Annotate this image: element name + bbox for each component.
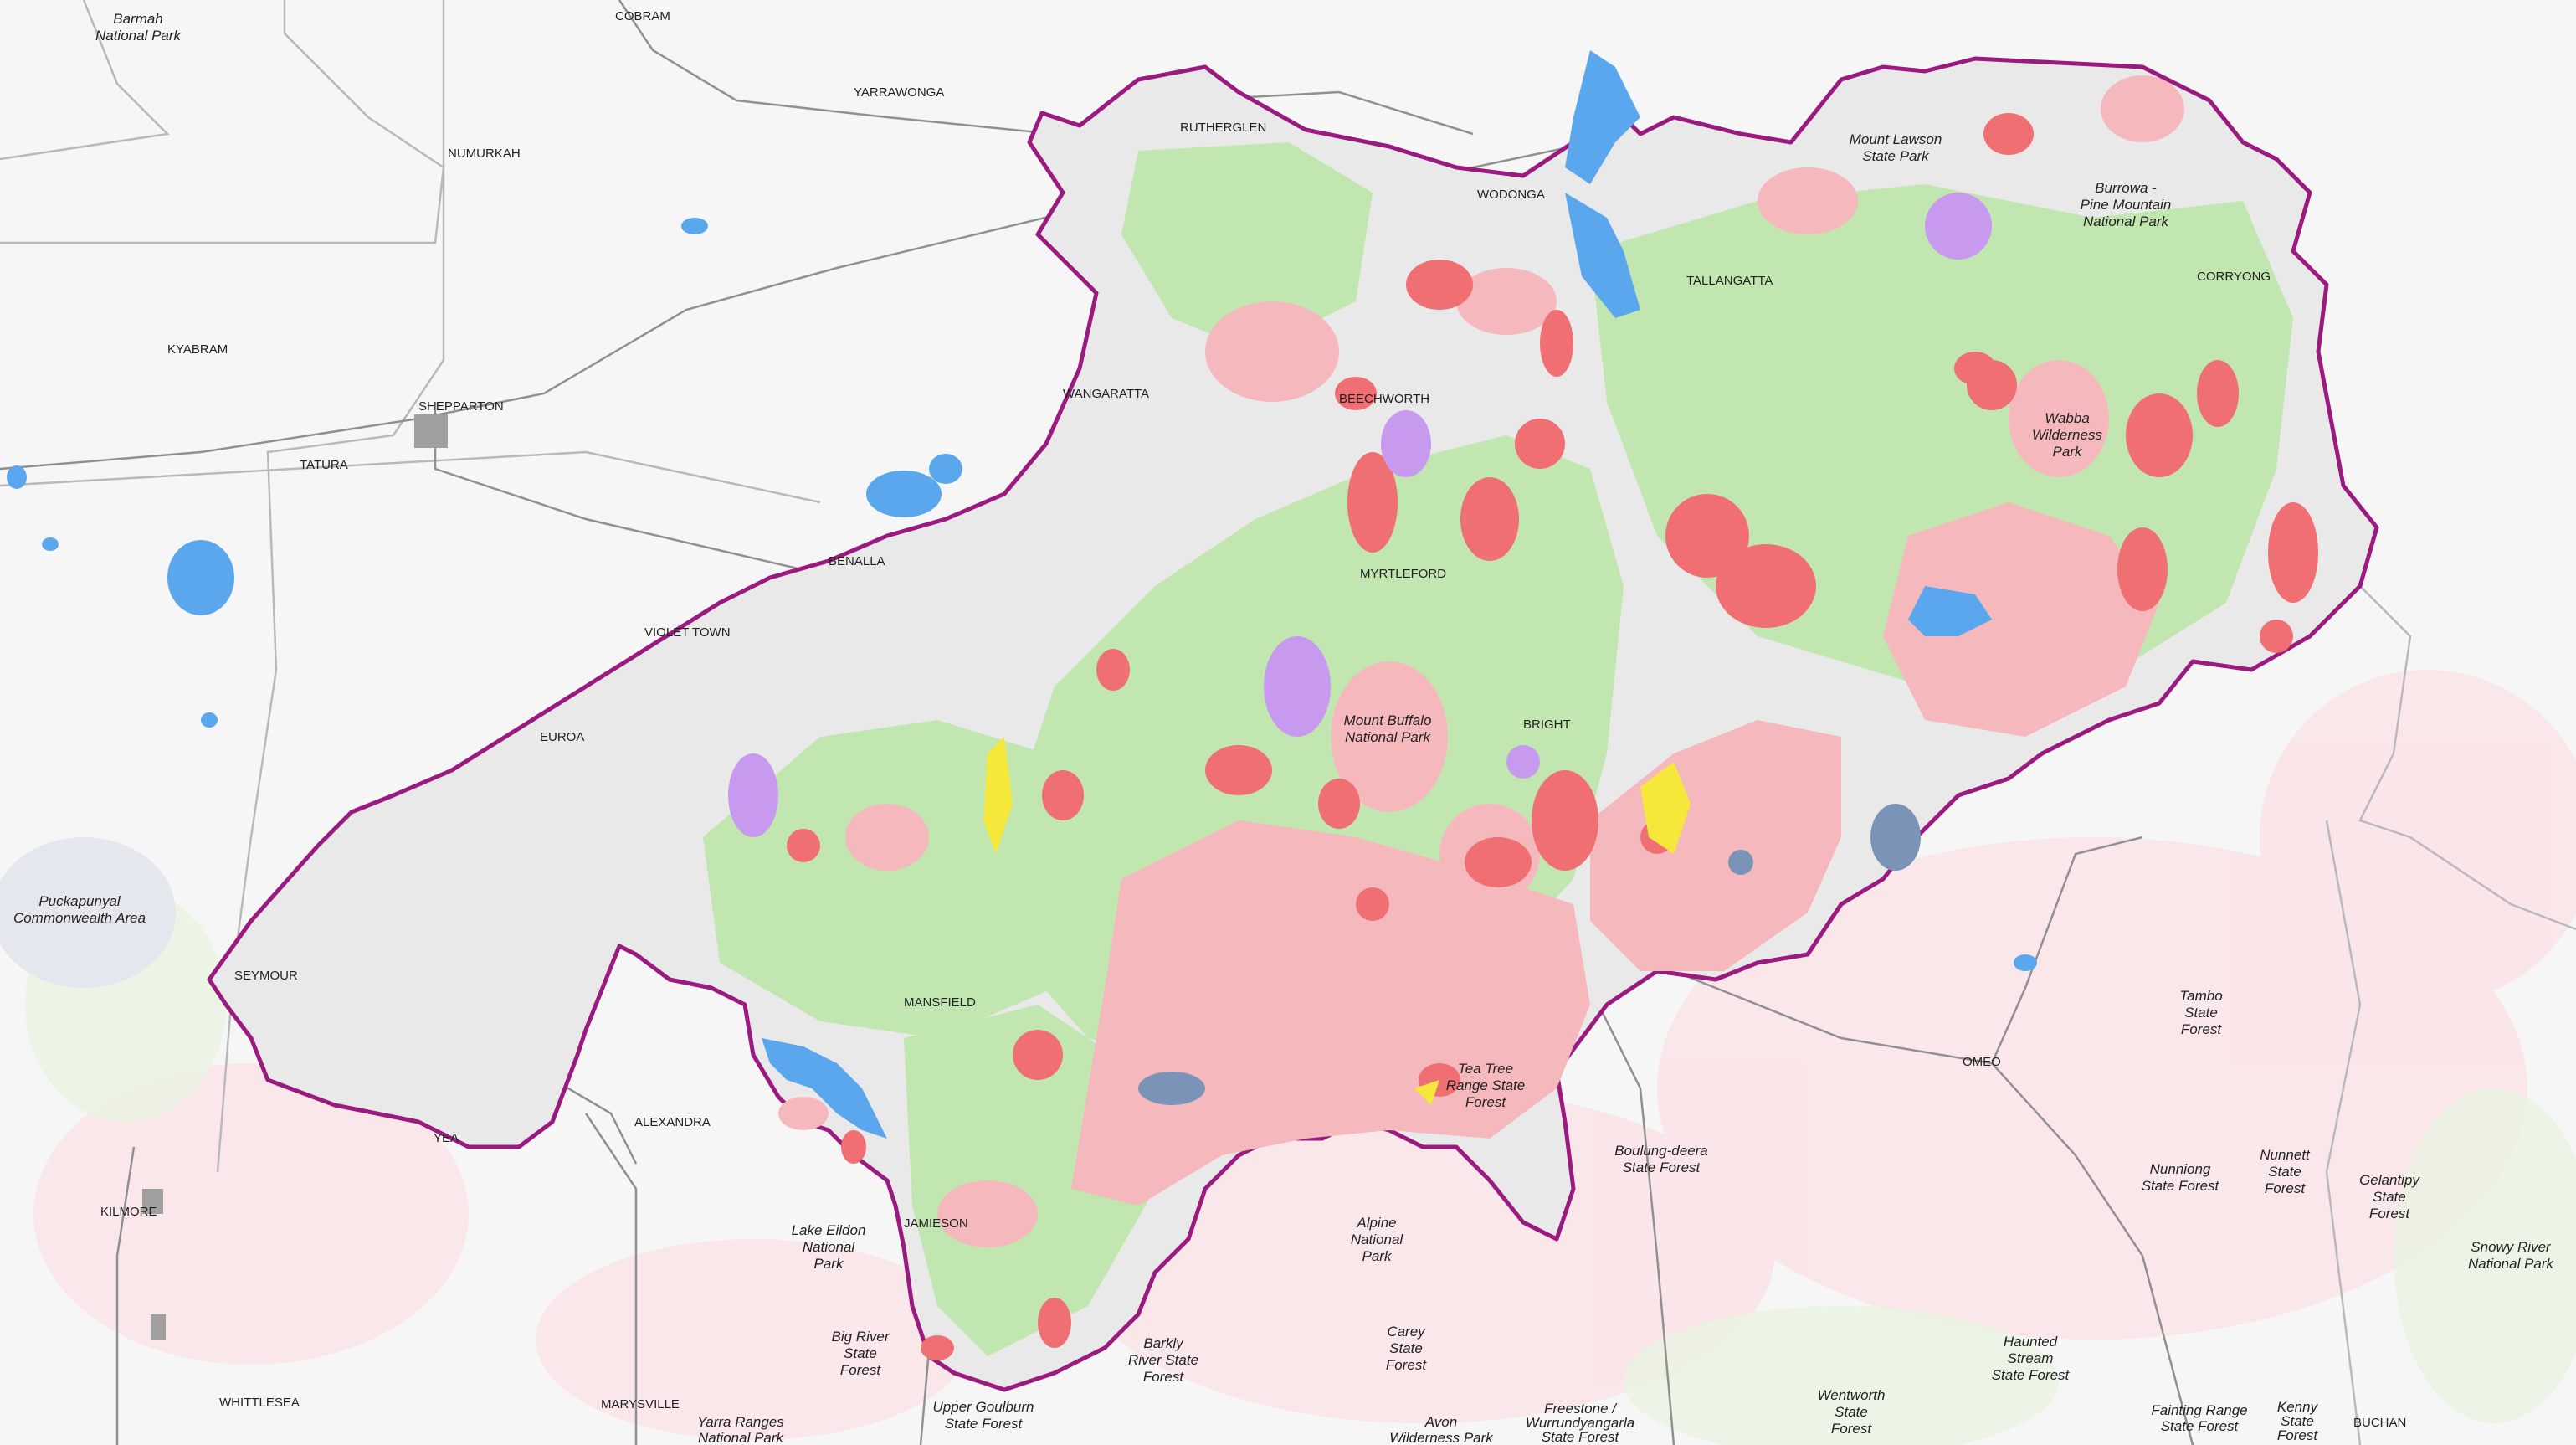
town-marysville: MARYSVILLE	[601, 1397, 680, 1412]
vegetation-slate	[1138, 804, 1921, 1105]
town-jamieson: JAMIESON	[904, 1216, 968, 1231]
town-shepparton: SHEPPARTON	[418, 399, 504, 414]
town-omeo: OMEO	[1963, 1055, 2001, 1069]
town-tallangatta: TALLANGATTA	[1686, 274, 1773, 288]
vegetation-yellow	[983, 737, 1691, 1105]
town-seymour: SEYMOUR	[234, 969, 298, 983]
town-bright: BRIGHT	[1523, 717, 1571, 732]
region-water	[762, 50, 1992, 1139]
town-numurkah: NUMURKAH	[448, 147, 521, 161]
town-violet-town: VIOLET TOWN	[644, 625, 731, 640]
outside-water	[7, 218, 2037, 971]
town-benalla: BENALLA	[829, 554, 885, 568]
town-beechworth: BEECHWORTH	[1339, 392, 1429, 406]
town-myrtleford: MYRTLEFORD	[1360, 567, 1446, 581]
town-wangaratta: WANGARATTA	[1063, 387, 1149, 401]
puckapunyal-area	[0, 837, 176, 988]
town-yarrawonga: YARRAWONGA	[854, 85, 944, 100]
town-euroa: EUROA	[540, 730, 584, 744]
town-buchan: BUCHAN	[2353, 1416, 2406, 1430]
town-whittlesea: WHITTLESEA	[219, 1396, 300, 1410]
town-labels: COBRAM YARRAWONGA NUMURKAH RUTHERGLEN WO…	[100, 9, 2406, 1430]
town-alexandra: ALEXANDRA	[634, 1115, 711, 1129]
vegetation-purple	[728, 193, 1992, 837]
town-corryong: CORRYONG	[2197, 270, 2271, 284]
town-rutherglen: RUTHERGLEN	[1180, 121, 1266, 135]
town-kyabram: KYABRAM	[167, 342, 228, 357]
town-mansfield: MANSFIELD	[904, 995, 976, 1010]
town-cobram: COBRAM	[615, 9, 670, 23]
town-tatura: TATURA	[300, 458, 348, 472]
town-wodonga: WODONGA	[1477, 188, 1545, 202]
outside-vegetation	[33, 670, 2576, 1440]
town-kilmore: KILMORE	[100, 1205, 157, 1219]
study-region	[207, 50, 2379, 1392]
town-yea: YEA	[434, 1131, 459, 1145]
